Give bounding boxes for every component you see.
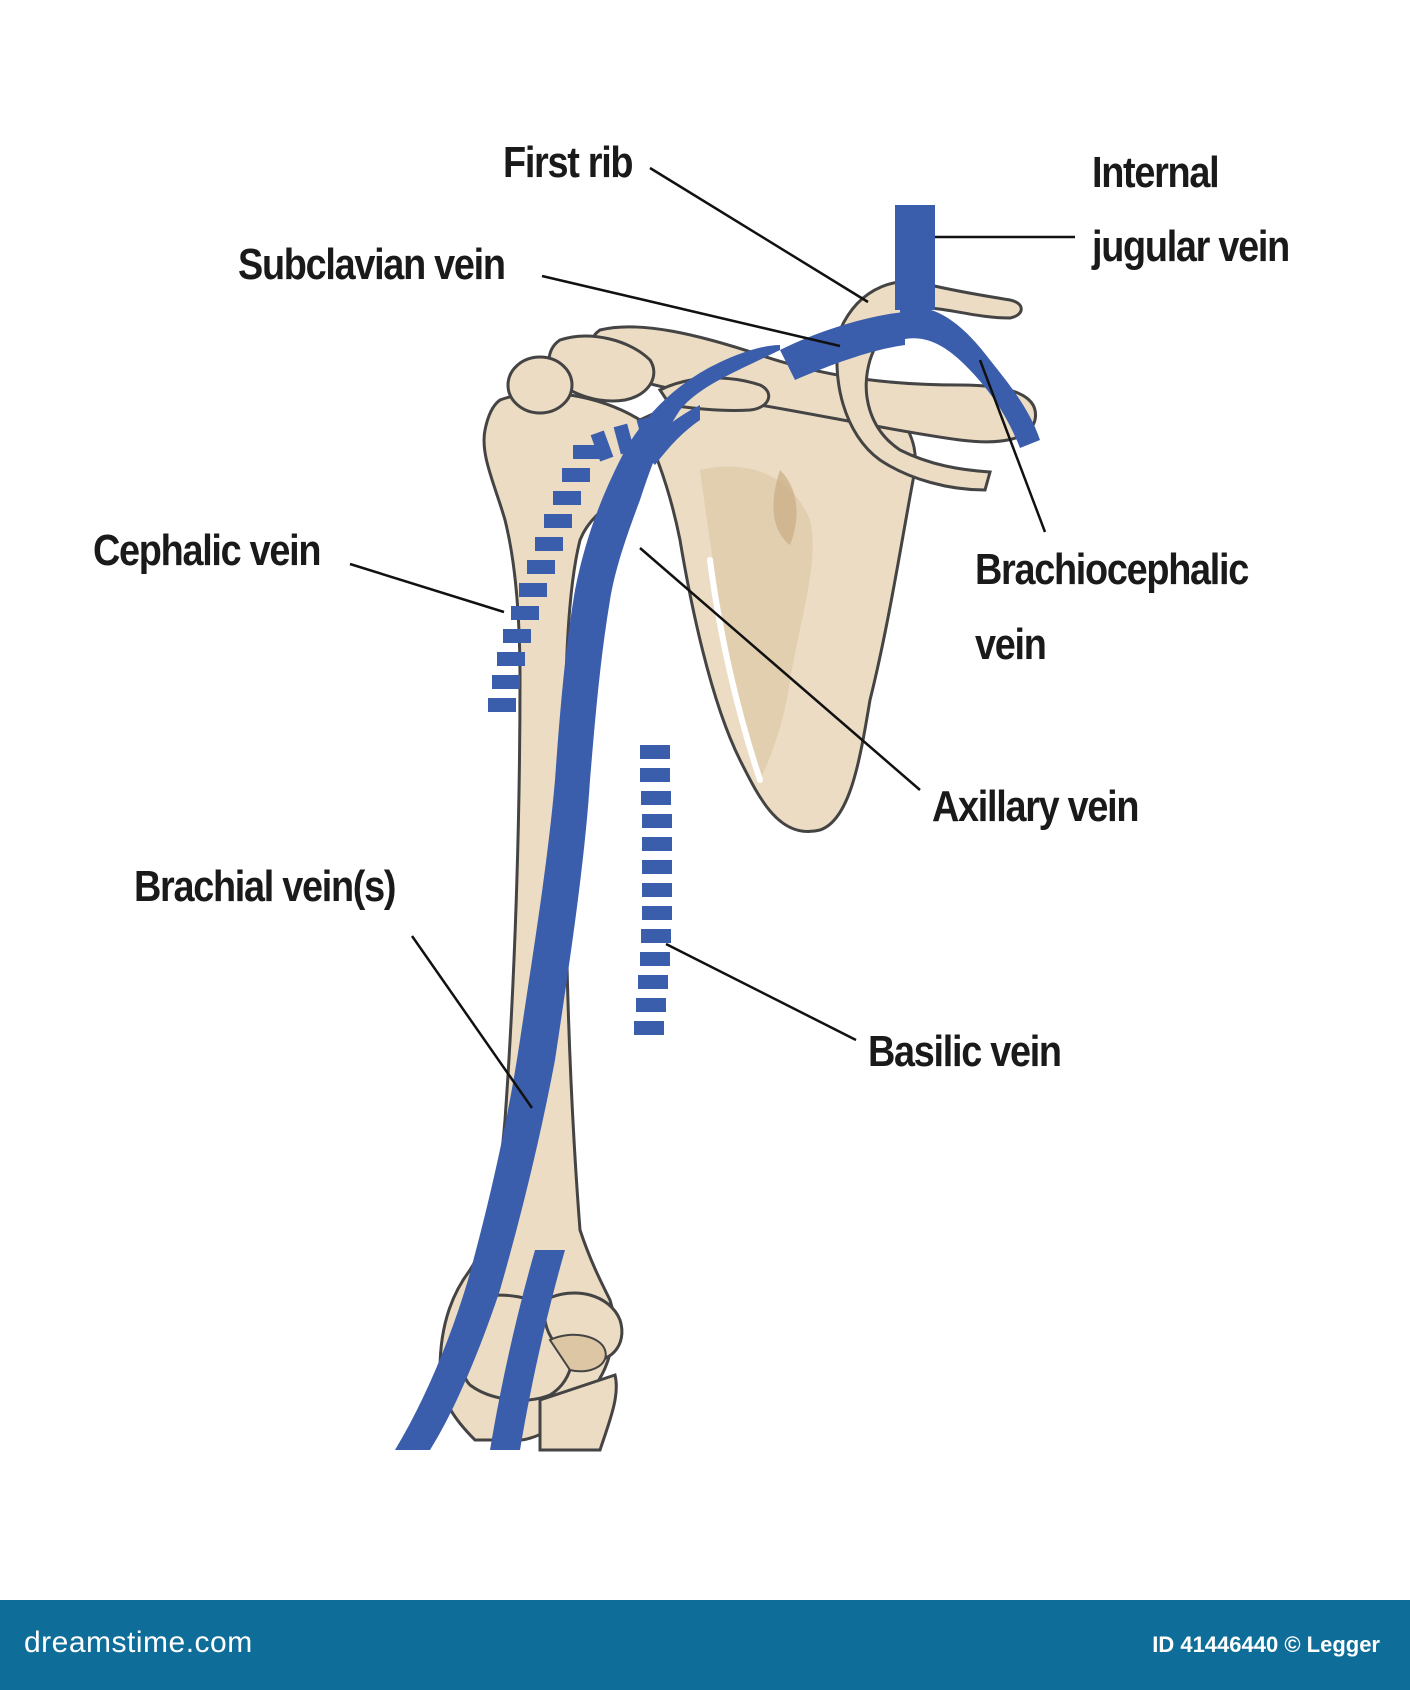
subclavian-vein-shape [780, 312, 905, 380]
leader-brachial [410, 935, 534, 1109]
leader-subclavian [541, 274, 841, 348]
label-brachiocephalic-line2: vein [975, 620, 1047, 669]
leader-axillary [639, 547, 921, 791]
label-subclavian-vein: Subclavian vein [238, 240, 506, 289]
internal-jugular-vein-shape [895, 205, 935, 310]
axillary-vein-shape [395, 345, 780, 1450]
leader-basilic [665, 942, 857, 1042]
footer-bar: dreamstime.com ID 41446440 © Legger [0, 1600, 1410, 1690]
label-axillary-vein: Axillary vein [932, 782, 1139, 831]
leader-lines [349, 166, 1075, 1109]
brand-watermark: dreamstime.com [24, 1626, 253, 1659]
label-first-rib: First rib [503, 138, 634, 187]
label-brachiocephalic-line1: Brachiocephalic [975, 545, 1249, 594]
leader-brachiocephalic [978, 359, 1047, 533]
label-internal-jugular-line2: jugular vein [1092, 222, 1290, 271]
scapula [637, 382, 917, 833]
label-basilic-vein: Basilic vein [868, 1027, 1062, 1076]
label-cephalic-vein: Cephalic vein [93, 526, 321, 575]
leader-cephalic [349, 562, 505, 614]
anatomy-diagram [349, 166, 1075, 1452]
label-brachial-veins: Brachial vein(s) [134, 862, 396, 911]
image-credit: ID 41446440 © Legger [1152, 1632, 1380, 1657]
leader-first-rib [649, 166, 869, 304]
basilic-vein-dashes [634, 745, 672, 1035]
label-internal-jugular-line1: Internal [1092, 148, 1220, 197]
veins [395, 205, 1040, 1450]
cephalic-vein-dashes [488, 416, 658, 712]
brachiocephalic-vein-shape [900, 307, 1040, 448]
